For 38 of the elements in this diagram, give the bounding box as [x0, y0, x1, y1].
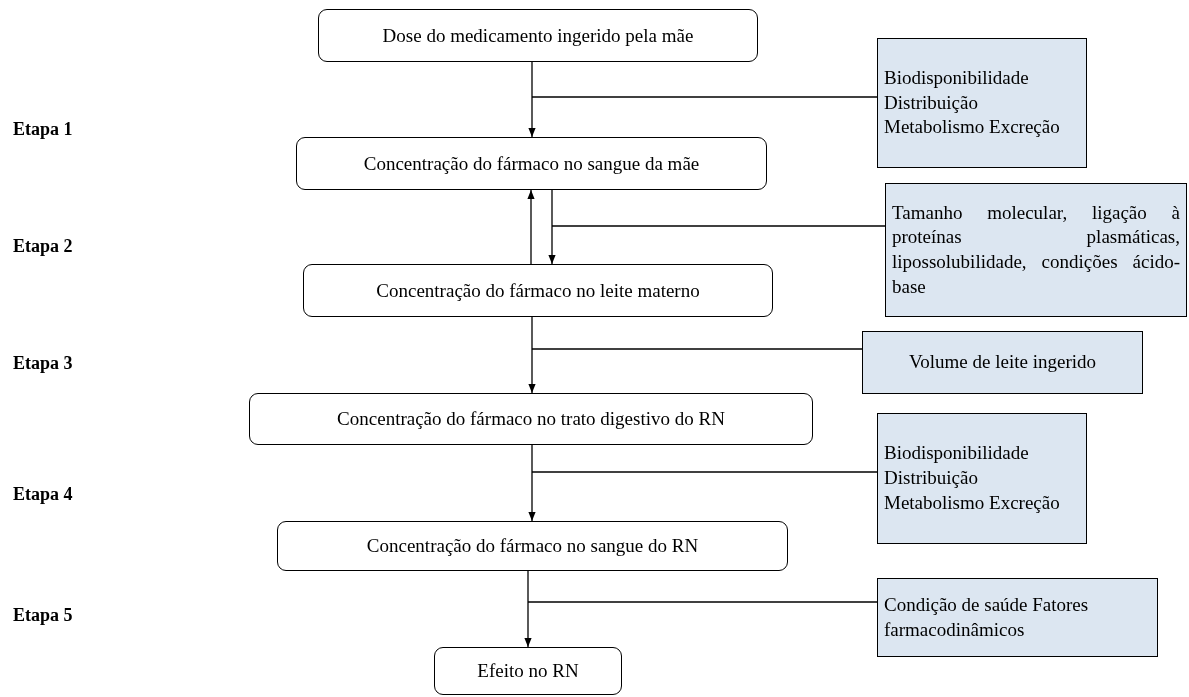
factor-box [862, 331, 1143, 394]
step-label: Etapa 2 [13, 236, 73, 257]
box-text: Biodisponibilidade Distribuição Metabolismo Excreção [884, 65, 1061, 140]
process-box [249, 393, 813, 445]
step-label: Etapa 4 [13, 484, 73, 505]
box-text: Tamanho molecular, ligação à proteínas plasmáticas, lipossolubilidade, condições ácido-base [892, 200, 1180, 299]
connector-line [531, 471, 878, 473]
process-box [277, 521, 788, 571]
factor-box [877, 413, 1087, 544]
process-box [318, 9, 758, 62]
process-box [296, 137, 767, 190]
box-text: Biodisponibilidade Distribuição Metabolismo Excreção [884, 441, 1061, 515]
box-text: Condição de saúde Fatores farmacodinâmicos [884, 592, 1090, 642]
step-label: Etapa 5 [13, 605, 73, 626]
factor-box [877, 38, 1087, 168]
arrow [528, 316, 536, 394]
arrow [528, 61, 536, 138]
factor-box [885, 183, 1187, 317]
arrow [524, 570, 532, 648]
box-text: Efeito no RN [477, 660, 579, 682]
step-label: Etapa 3 [13, 353, 73, 374]
box-text: Volume de leite ingerido [908, 350, 1097, 375]
connector-line [551, 225, 886, 227]
box-text: Concentração do fármaco no sangue da mãe [363, 152, 700, 175]
connector-line [531, 348, 863, 350]
connector-line [527, 601, 878, 603]
step-label: Etapa 1 [13, 119, 73, 140]
process-box [434, 647, 622, 695]
arrow [528, 444, 536, 522]
process-box [303, 264, 773, 317]
arrow [527, 189, 535, 265]
box-text: Concentração do fármaco no sangue do RN [366, 535, 699, 557]
box-text: Concentração do fármaco no trato digestivo do RN [337, 408, 725, 430]
box-text: Concentração do fármaco no leite materno [376, 279, 700, 302]
arrow [548, 189, 556, 265]
connector-line [531, 96, 878, 98]
factor-box [877, 578, 1158, 657]
box-text: Dose do medicamento ingerido pela mãe [382, 24, 694, 47]
